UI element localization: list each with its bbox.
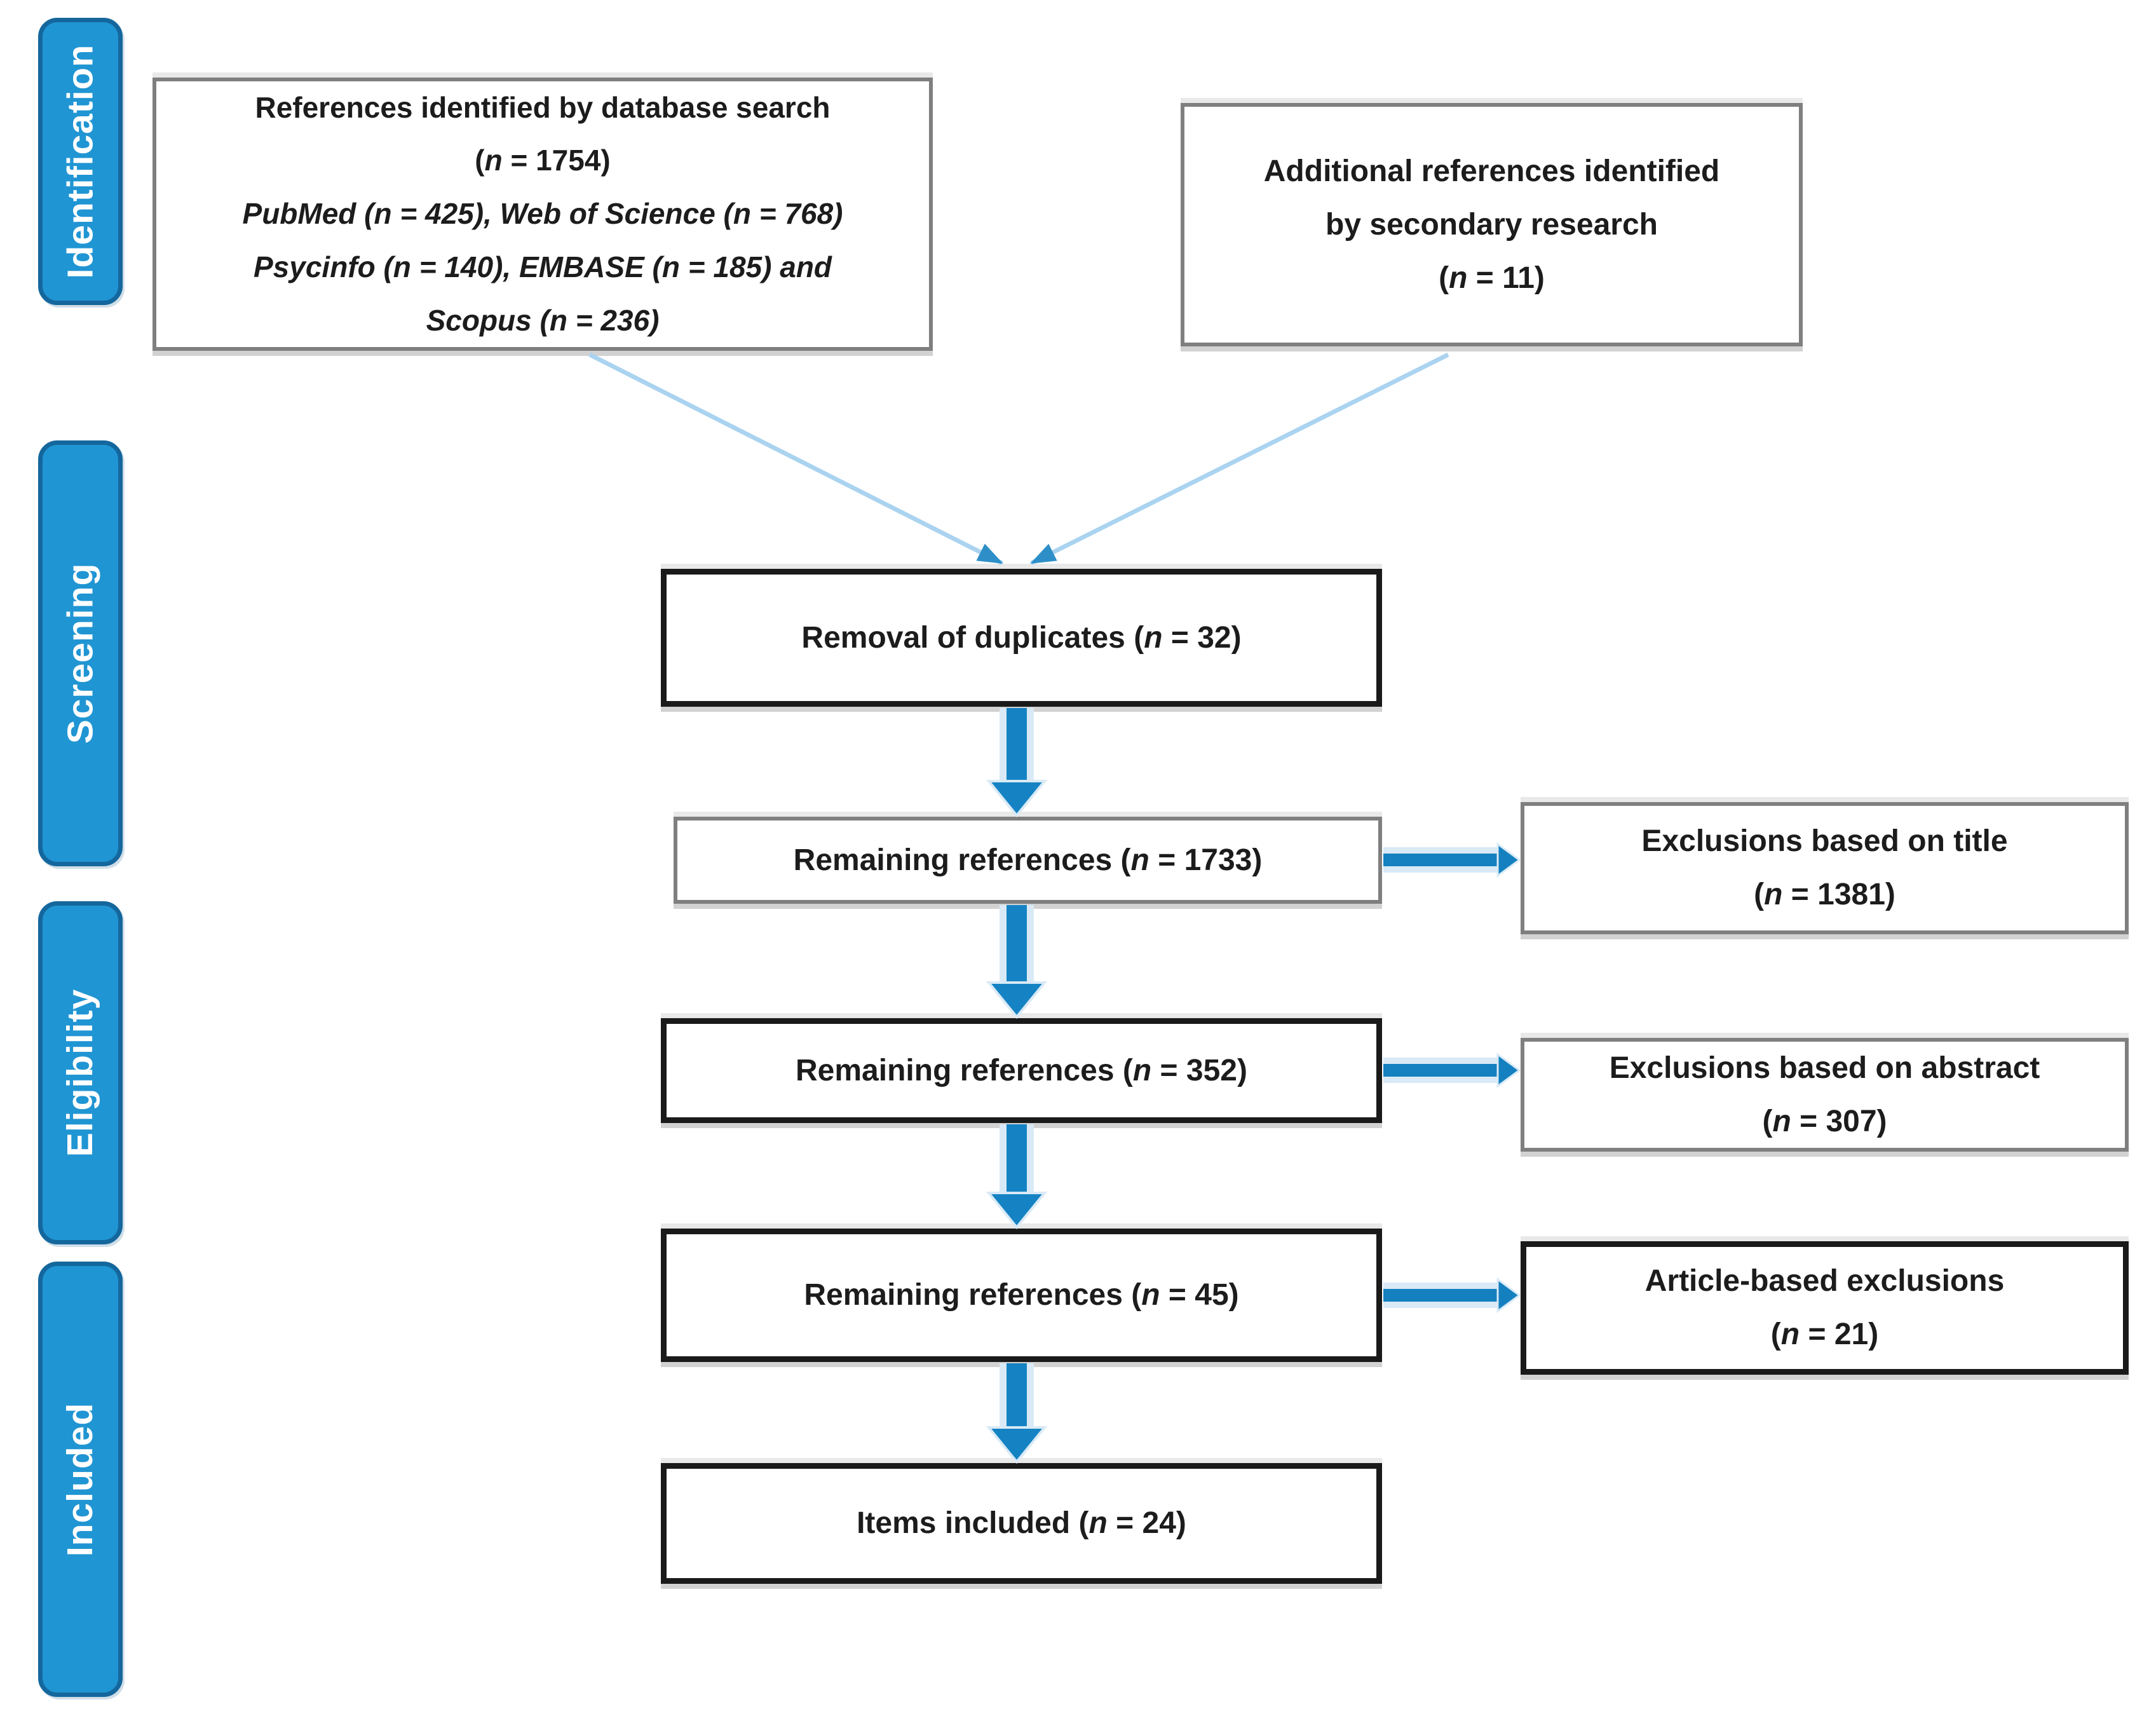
box-exclusions-title: Exclusions based on title (n = 1381) (1521, 802, 2129, 934)
stage-screening: Screening (38, 440, 123, 866)
box-remaining-references-45: Remaining references (n = 45) (661, 1229, 1382, 1362)
box-exclusions-title-count: (n = 1381) (1754, 878, 1895, 911)
stage-included-label: Included (60, 1402, 101, 1556)
box-exclusions-abstract: Exclusions based on abstract (n = 307) (1521, 1038, 2129, 1152)
box-exclusions-abstract-count: (n = 307) (1762, 1104, 1887, 1138)
box-remaining-1733-text: Remaining references (n = 1733) (793, 843, 1263, 877)
box-database-title: References identified by database search (255, 90, 831, 124)
arrow-to-article-based-exclusions (1383, 1277, 1521, 1313)
arrow-to-exclusions-abstract (1383, 1052, 1521, 1088)
arrow-secondary-to-removal (1030, 352, 1449, 566)
stage-identification-label: Identification (60, 44, 101, 279)
box-remaining-references-352: Remaining references (n = 352) (661, 1018, 1382, 1123)
box-database-detail-3: Scopus (n = 236) (426, 303, 660, 337)
box-secondary-research: Additional references identified by seco… (1181, 103, 1803, 346)
box-database-search: References identified by database search… (153, 78, 933, 351)
box-database-count: (n = 1754) (475, 144, 611, 177)
arrow-remaining-45-to-items-included (986, 1363, 1048, 1464)
box-exclusions-abstract-line1: Exclusions based on abstract (1609, 1051, 2040, 1085)
box-items-included: Items included (n = 24) (661, 1463, 1382, 1584)
stage-screening-label: Screening (60, 562, 101, 744)
box-remaining-45-text: Remaining references (n = 45) (804, 1278, 1239, 1312)
box-remaining-references-1733: Remaining references (n = 1733) (674, 817, 1382, 904)
box-items-included-text: Items included (n = 24) (857, 1506, 1186, 1540)
stage-included: Included (38, 1262, 123, 1697)
box-database-detail-2: Psycinfo (n = 140), EMBASE (n = 185) and (253, 250, 832, 283)
arrow-to-exclusions-title (1383, 842, 1521, 878)
stage-eligibility-label: Eligibility (60, 988, 101, 1157)
box-removal-text: Removal of duplicates (n = 32) (801, 620, 1242, 655)
box-secondary-count: (n = 11) (1439, 261, 1545, 295)
box-remaining-352-text: Remaining references (n = 352) (796, 1053, 1247, 1087)
box-removal-of-duplicates: Removal of duplicates (n = 32) (661, 569, 1382, 707)
arrow-remaining-352-to-remaining-45 (986, 1124, 1048, 1230)
box-article-exclusions-line1: Article-based exclusions (1644, 1264, 2005, 1298)
box-article-exclusions-count: (n = 21) (1770, 1318, 1879, 1351)
box-article-based-exclusions: Article-based exclusions (n = 21) (1521, 1241, 2129, 1375)
box-secondary-line2: by secondary research (1325, 207, 1658, 242)
box-secondary-line1: Additional references identified (1263, 154, 1720, 188)
box-database-detail-1: PubMed (n = 425), Web of Science (n = 76… (242, 197, 843, 231)
arrow-removal-to-remaining-1733 (986, 708, 1048, 818)
stage-identification: Identification (38, 18, 123, 305)
stage-eligibility: Eligibility (38, 901, 123, 1244)
arrow-remaining-1733-to-remaining-352 (986, 905, 1048, 1019)
arrow-database-to-removal (588, 352, 1003, 566)
box-exclusions-title-line1: Exclusions based on title (1641, 824, 2008, 858)
